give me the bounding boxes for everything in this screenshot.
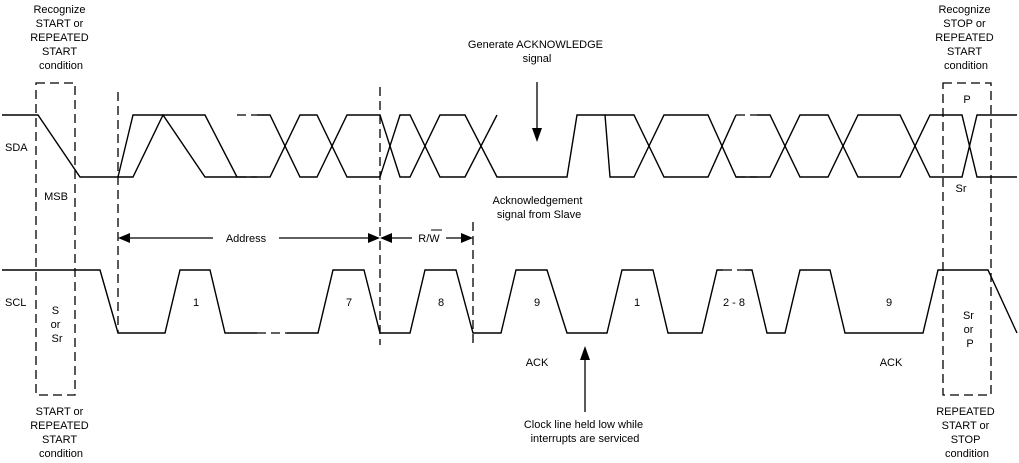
clock-pulse-7: 7 <box>346 297 352 309</box>
address-span-arrow <box>118 233 380 243</box>
scl-waveform <box>2 269 1018 334</box>
rw-label: R/W <box>418 233 440 245</box>
ack-label-1: ACK <box>526 357 549 369</box>
stop-sr-label: Sr <box>956 183 967 195</box>
scl-label: SCL <box>5 297 26 309</box>
end-cond-symbol: Sr or P <box>963 310 977 350</box>
ack-callout-arrow <box>532 82 542 142</box>
msb-label: MSB <box>44 191 68 203</box>
start-cond-note: START or REPEATED START condition <box>30 406 92 460</box>
ack-from-slave-note: Acknowledgement signal from Slave <box>493 195 586 221</box>
end-cond-note: REPEATED START or STOP condition <box>936 406 998 460</box>
clock-pulse-1: 1 <box>193 297 199 309</box>
stop-condition-box <box>942 82 992 396</box>
ack-label-2: ACK <box>880 357 903 369</box>
clock-pulse-9b: 9 <box>886 297 892 309</box>
start-cond-symbol: S or Sr <box>51 305 64 345</box>
clock-pulse-8: 8 <box>438 297 444 309</box>
sda-waveform <box>2 114 1017 178</box>
address-label: Address <box>226 233 267 245</box>
stop-p-label: P <box>963 94 970 106</box>
ack-generate-note: Generate ACKNOWLEDGE signal <box>468 39 606 65</box>
start-recognize-note: Recognize START or REPEATED START condit… <box>30 4 92 72</box>
rw-span-arrow <box>380 233 473 243</box>
clock-held-note: Clock line held low while interrupts are… <box>524 419 646 445</box>
start-condition-box <box>35 82 76 396</box>
clock-pulse-2-8: 2 - 8 <box>723 297 745 309</box>
stop-recognize-note: Recognize STOP or REPEATED START conditi… <box>935 4 997 72</box>
timing-guides <box>117 87 474 345</box>
clock-pulse-1b: 1 <box>634 297 640 309</box>
clock-pulse-9: 9 <box>534 297 540 309</box>
clock-held-callout-arrow <box>580 346 590 412</box>
sda-label: SDA <box>5 142 28 154</box>
